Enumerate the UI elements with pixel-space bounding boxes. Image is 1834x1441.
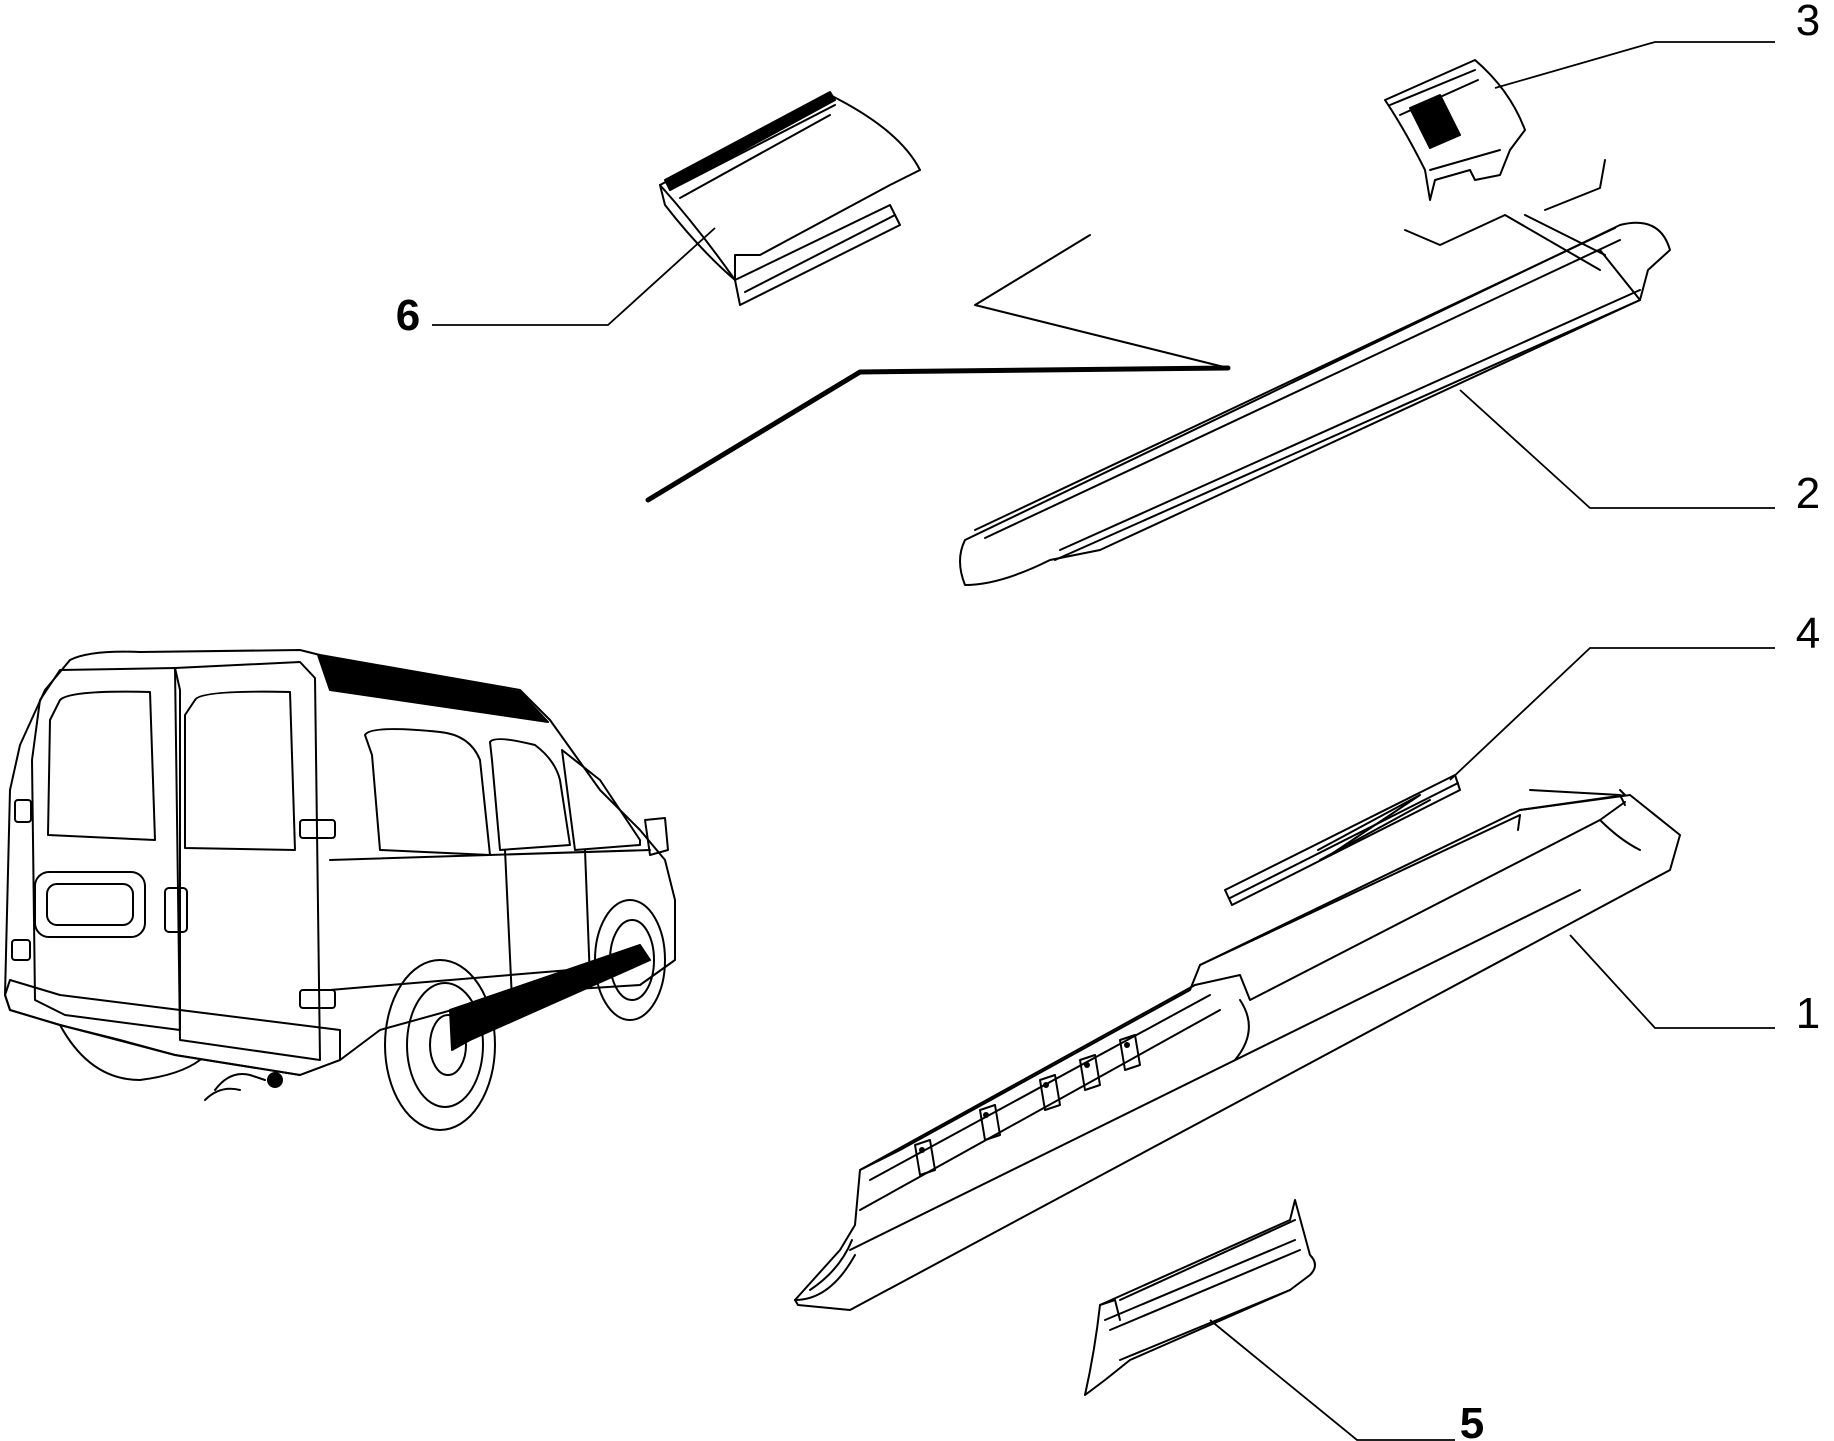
callout-6: 6 <box>396 291 420 340</box>
part-1-rocker-panel <box>794 789 1681 1311</box>
leader-4 <box>1449 647 1775 781</box>
part-2-sill-reinforcement <box>959 159 1671 586</box>
part-3-gusset <box>1384 59 1526 201</box>
leader-3 <box>1494 41 1775 89</box>
callout-1: 1 <box>1796 989 1820 1038</box>
van-illustration <box>4 649 676 1131</box>
part-5-bracket <box>1084 1199 1316 1396</box>
callout-2: 2 <box>1796 469 1820 518</box>
leader-2 <box>1459 389 1775 509</box>
callout-4: 4 <box>1796 609 1820 658</box>
callout-3: 3 <box>1796 0 1820 45</box>
part-4-strip <box>1224 774 1461 906</box>
leader-1 <box>1569 934 1775 1029</box>
leader-5 <box>1209 1319 1455 1441</box>
callout-5: 5 <box>1460 1399 1484 1441</box>
callout-labels: 3 2 4 1 5 6 <box>396 0 1820 1441</box>
leader-6 <box>432 227 716 326</box>
part-6-bracket <box>659 91 921 306</box>
leader-lines <box>432 41 1775 1441</box>
guide-lines <box>645 234 1231 503</box>
